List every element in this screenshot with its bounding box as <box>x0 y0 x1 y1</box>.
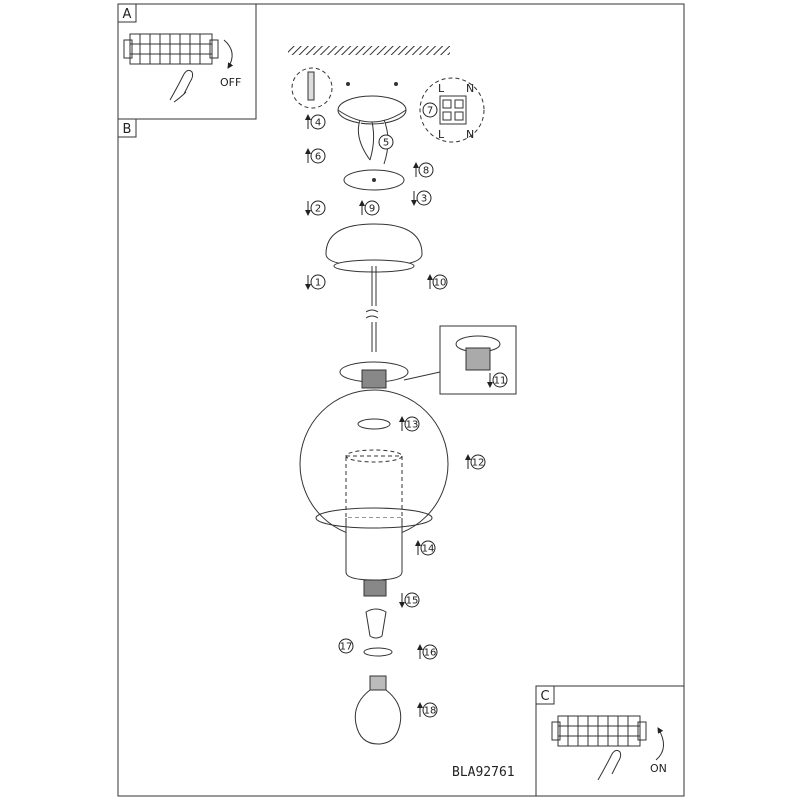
terminal-block-detail <box>419 77 485 143</box>
step-circle-18 <box>422 702 438 718</box>
step-number-9: 9 <box>369 204 375 215</box>
step-marker-13: 13 <box>399 416 420 432</box>
product-code: BLA92761 <box>452 765 515 780</box>
step-number-6: 6 <box>315 152 321 163</box>
step-marker-10: 10 <box>427 274 448 290</box>
step-number-8: 8 <box>423 166 429 177</box>
step-marker-12: 12 <box>465 454 486 470</box>
panel-c-label: C <box>540 689 549 704</box>
step-number-14: 14 <box>422 544 435 555</box>
drill-detail <box>291 67 333 109</box>
lamp-socket <box>363 579 393 657</box>
step-circle-12 <box>470 454 486 470</box>
step-circle-14 <box>420 540 436 556</box>
step-number-5: 5 <box>383 138 389 149</box>
canopy-cover <box>325 223 423 273</box>
hand-icon <box>597 749 622 781</box>
step-number-12: 12 <box>472 458 485 469</box>
step-marker-6: 6 <box>305 148 326 164</box>
outer-frame <box>117 3 685 797</box>
step-marker-16: 16 <box>417 644 438 660</box>
step-number-15: 15 <box>406 596 419 607</box>
wire-n-bottom: N <box>466 128 474 141</box>
step-number-2: 2 <box>315 204 321 215</box>
step-marker-9: 9 <box>359 200 380 216</box>
step-circle-9 <box>364 200 380 216</box>
step-circle-16 <box>422 644 438 660</box>
step-number-1: 1 <box>315 278 321 289</box>
step-number-4: 4 <box>315 118 321 129</box>
panel-b-label: B <box>123 122 132 137</box>
ceiling-canopy <box>337 95 407 165</box>
step-marker-8: 8 <box>413 162 434 178</box>
step-number-13: 13 <box>406 420 419 431</box>
step-marker-3: 3 <box>411 190 432 206</box>
breaker-icon <box>551 715 647 747</box>
step-circle-3 <box>416 190 432 206</box>
step-marker-14: 14 <box>415 540 436 556</box>
inner-cylinder <box>315 507 433 581</box>
step-circle-7 <box>422 102 438 118</box>
step-circle-6 <box>310 148 326 164</box>
step-marker-1: 1 <box>305 274 326 290</box>
panel-a-state: OFF <box>220 76 241 89</box>
rotate-arrow-icon <box>223 39 234 69</box>
breaker-icon <box>123 33 219 65</box>
panel-a-label: A <box>123 7 132 22</box>
suspension-cable <box>365 266 379 352</box>
step-marker-2: 2 <box>305 200 326 216</box>
step-circle-17 <box>338 638 354 654</box>
light-bulb <box>354 675 402 745</box>
hand-icon <box>169 69 194 103</box>
step-marker-15: 15 <box>399 592 420 608</box>
step-number-17: 17 <box>340 642 353 653</box>
screw-icon <box>346 82 398 86</box>
glass-globe <box>299 389 449 539</box>
step-circle-4 <box>310 114 326 130</box>
step-marker-11: 11 <box>487 372 508 388</box>
step-marker-18: 18 <box>417 702 438 718</box>
panel-c: C ON <box>535 685 685 797</box>
step-number-18: 18 <box>424 706 437 717</box>
wire-l-bottom: L <box>438 128 445 141</box>
step-circle-15 <box>404 592 420 608</box>
step-circle-8 <box>418 162 434 178</box>
step-marker-7: 7 <box>422 102 438 118</box>
panel-b: B <box>117 118 137 138</box>
panel-a: A OFF <box>117 3 257 120</box>
step-marker-17: 17 <box>338 638 354 654</box>
step-circle-13 <box>404 416 420 432</box>
step-number-16: 16 <box>424 648 437 659</box>
shade-holder <box>339 361 409 389</box>
step-circle-11 <box>492 372 508 388</box>
step-number-11: 11 <box>494 376 507 387</box>
step-circle-5 <box>378 134 394 150</box>
wire-l-top: L <box>438 82 445 95</box>
ceiling-hatch <box>288 46 450 55</box>
step-marker-5: 5 <box>378 134 394 150</box>
panel-c-state: ON <box>650 762 667 775</box>
step-circle-10 <box>432 274 448 290</box>
step-circle-2 <box>310 200 326 216</box>
rotate-arrow-icon <box>655 727 664 761</box>
step-marker-4: 4 <box>305 114 326 130</box>
step-number-3: 3 <box>421 194 427 205</box>
step-number-10: 10 <box>434 278 447 289</box>
step-circle-1 <box>310 274 326 290</box>
wire-n-top: N <box>466 82 474 95</box>
step-number-7: 7 <box>427 106 433 117</box>
